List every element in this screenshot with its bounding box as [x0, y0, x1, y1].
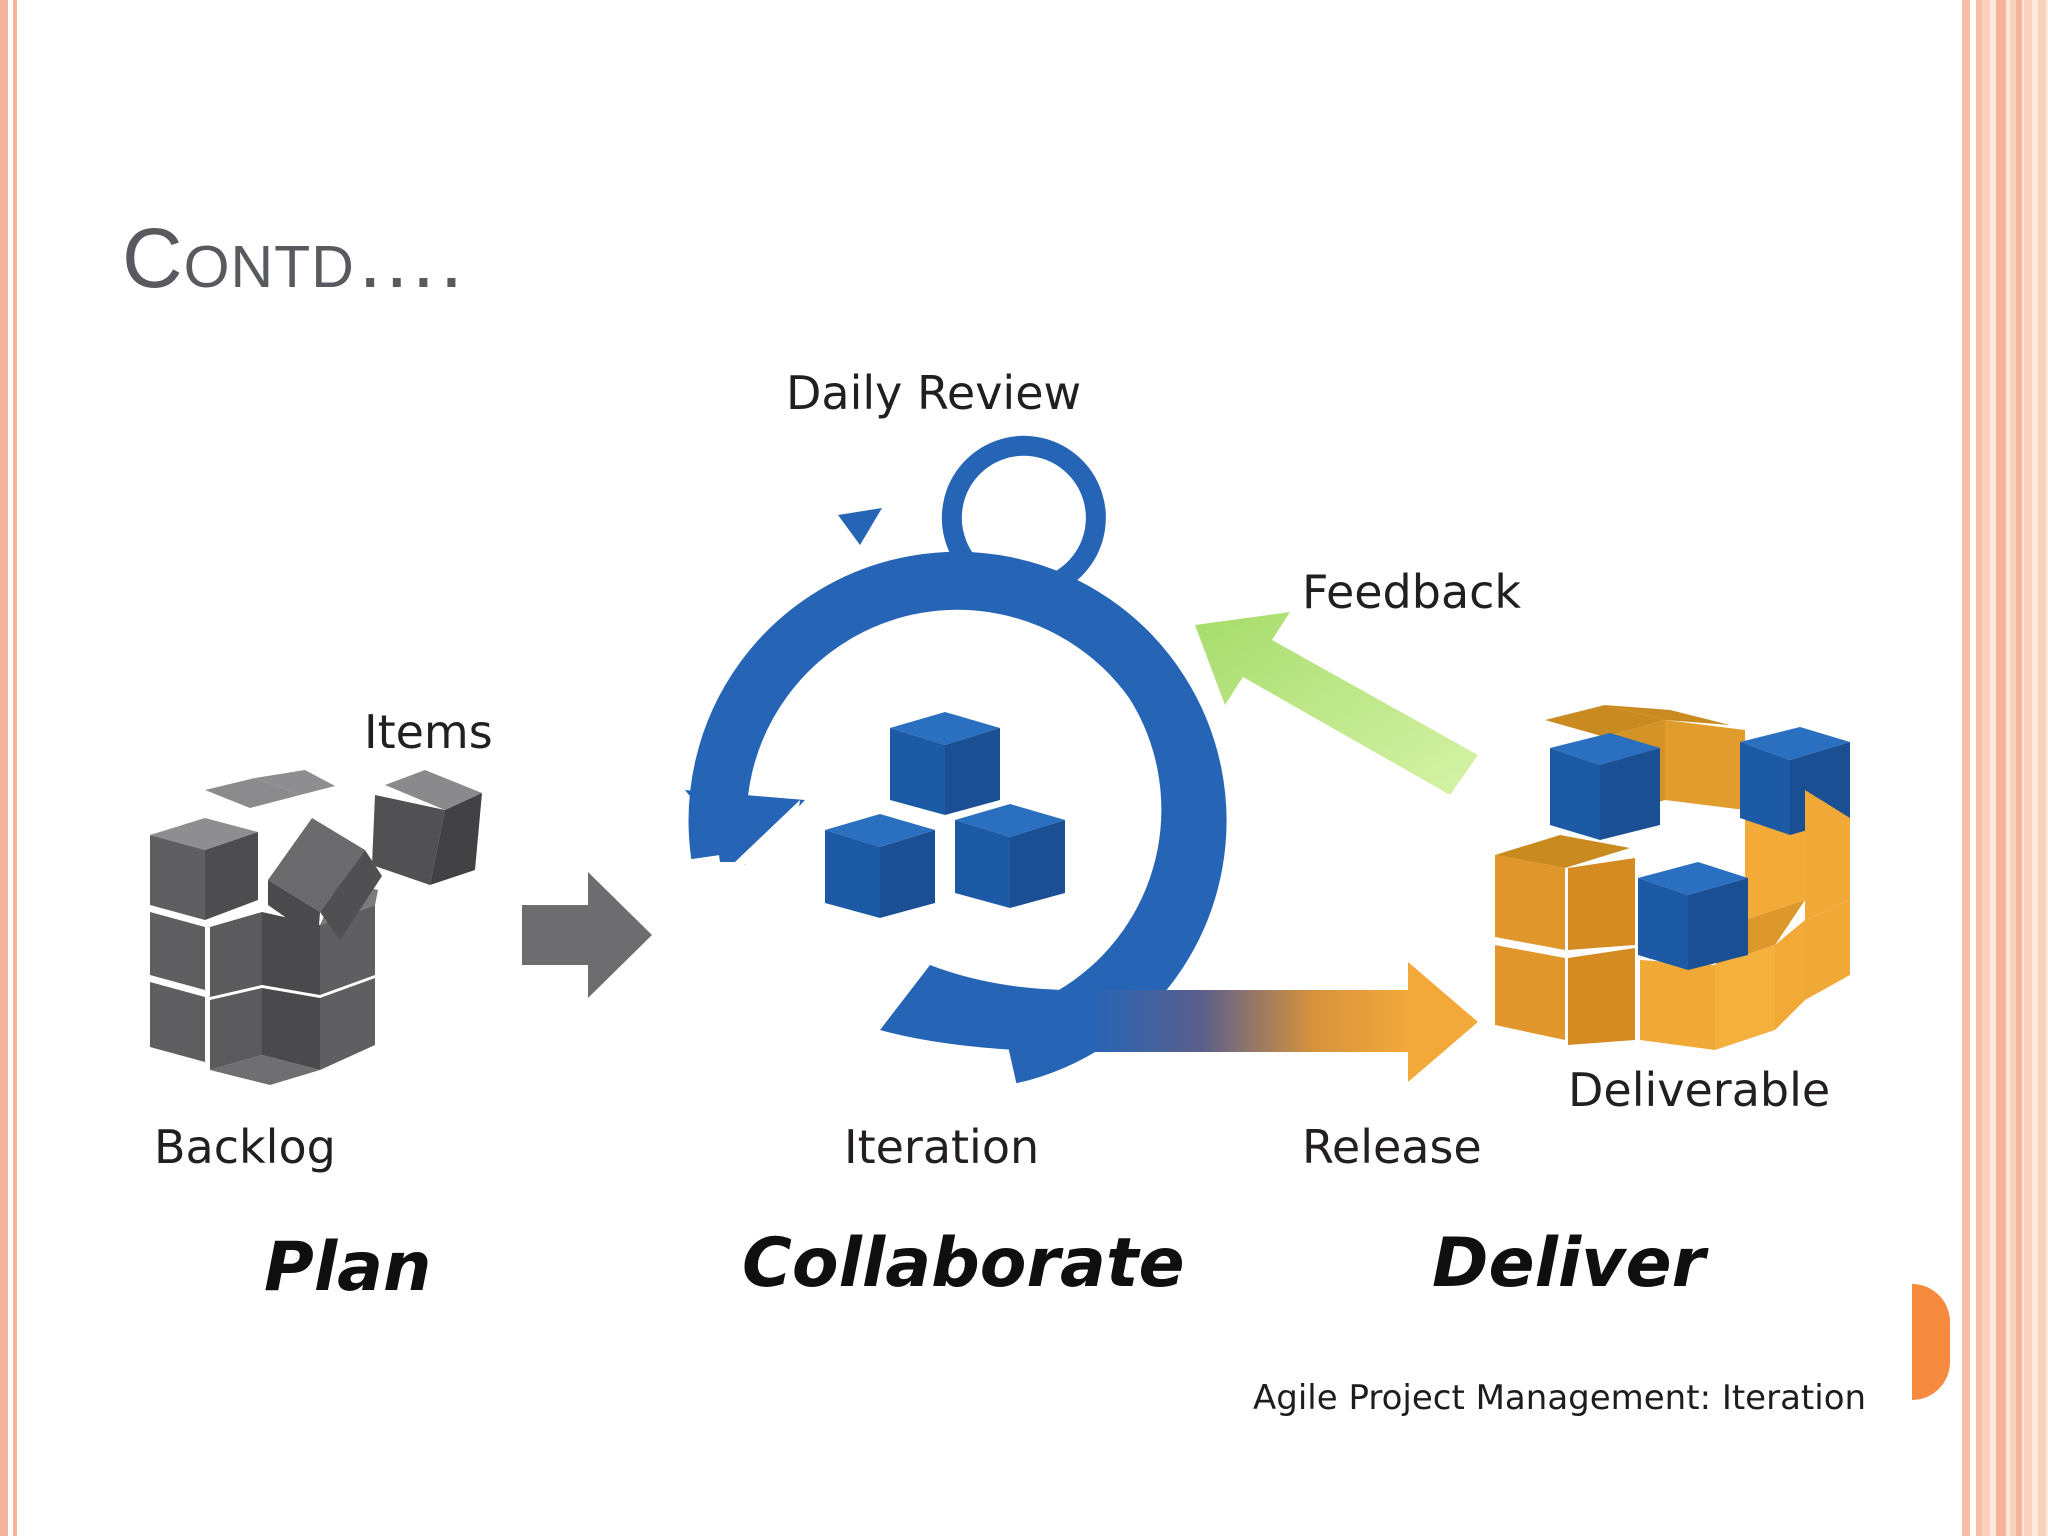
slide-title: Contd…. — [122, 211, 465, 305]
slide-border-right-band-2 — [2016, 0, 2022, 1536]
phase-collaborate: Collaborate — [742, 1224, 1185, 1303]
slide-border-right-band — [1996, 0, 2006, 1536]
daily-review-label: Daily Review — [786, 366, 1082, 420]
feedback-label: Feedback — [1302, 565, 1522, 619]
backlog-label: Backlog — [154, 1120, 336, 1174]
plan-arrow — [522, 872, 652, 998]
diagram-caption: Agile Project Management: Iteration — [1253, 1378, 1867, 1418]
iteration-cycle — [685, 551, 1227, 1084]
items-label: Items — [364, 705, 493, 759]
backlog-cubes — [150, 770, 482, 1085]
phase-deliver: Deliver — [1432, 1224, 1706, 1303]
slide-accent-tab — [1912, 1284, 1950, 1400]
phase-plan: Plan — [264, 1228, 432, 1307]
slide-border-right-stripes — [1982, 0, 2048, 1536]
deliverable-label: Deliverable — [1568, 1063, 1831, 1117]
slide-border-right-inner — [1976, 0, 1982, 1536]
feedback-arrow — [1195, 612, 1478, 795]
deliverable-cubes — [1495, 705, 1850, 1050]
slide-border-left-outer — [0, 0, 8, 1536]
iteration-cubes — [825, 712, 1065, 918]
release-label: Release — [1302, 1120, 1482, 1174]
slide-border-left-inner — [13, 0, 17, 1536]
iteration-label: Iteration — [844, 1120, 1040, 1174]
release-arrow — [1090, 962, 1478, 1082]
daily-review-cycle — [838, 435, 1106, 600]
slide-border-right-outer — [1962, 0, 1970, 1536]
